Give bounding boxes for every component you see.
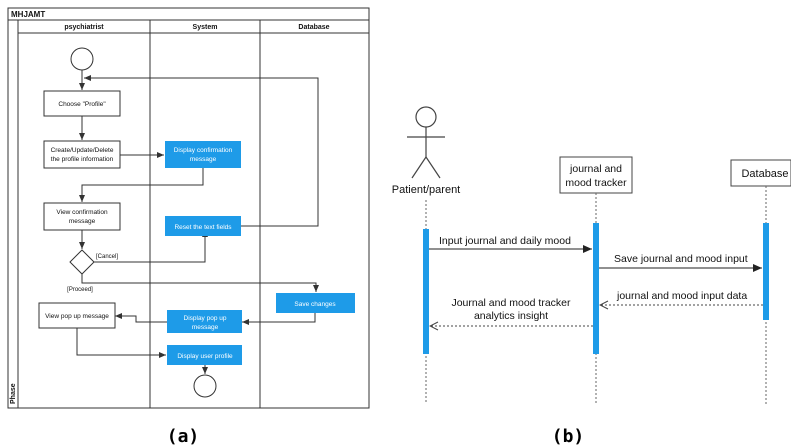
tracker-label-line2: mood tracker [565,177,627,189]
reset-fields-node [165,216,241,236]
reset-fields-label: Reset the text fields [174,224,232,231]
actor-icon [407,106,445,179]
display-popup-line1: Display pop up [184,315,227,322]
display-popup-line2: message [192,324,219,331]
view-confirmation-line1: View confirmation [56,209,108,216]
start-node [70,47,94,71]
tracker-lifeline-head [559,156,633,194]
save-changes-label: Save changes [294,301,336,308]
database-lifeline-head [730,159,791,187]
flow-proceed [81,274,319,292]
lane-system: System [193,24,218,31]
database-activation [763,223,769,320]
caption-b: (b) [552,426,585,447]
flow-view-to-profile [76,328,166,358]
flow-cancel [94,230,208,263]
flow-popup-to-view [115,313,167,323]
view-confirmation-line2: message [69,218,96,225]
guard-cancel: [Cancel] [96,254,118,260]
lane-psychiatrist: psychiatrist [64,24,104,31]
guard-proceed: [Proceed] [67,287,93,293]
sequence-diagram: Patient/parent journal and mood tracker … [392,106,791,447]
msg-input-journal: Input journal and daily mood [439,235,571,247]
display-confirmation-line2: message [190,156,217,163]
msg-return-data: journal and mood input data [616,290,747,302]
display-confirmation-node [165,141,241,168]
choose-profile-label: Choose "Profile" [58,101,106,108]
end-node [193,374,217,398]
activity-diagram: MHJAMT Phase psychiatrist System Databas… [7,7,370,447]
caption-a: (a) [167,426,200,447]
phase-label: Phase [10,383,17,404]
msg-insight-line2: analytics insight [474,310,548,322]
lane-database: Database [298,24,329,31]
diagram-title: MHJAMT [11,10,45,19]
tracker-label-line1: journal and [569,163,622,175]
display-profile-node [167,345,242,365]
crud-profile-node [43,140,121,169]
tracker-activation [593,223,599,354]
choose-profile-node [43,90,121,117]
database-label: Database [741,168,788,180]
actor-activation [423,229,429,354]
view-confirmation-node [43,202,121,231]
crud-label-line1: Create/Update/Delete [51,147,114,154]
view-popup-node [38,302,116,329]
flow-save-to-popup [242,313,316,325]
crud-label-line2: the profile information [51,156,114,163]
display-popup-node [167,310,242,333]
msg-save-journal: Save journal and mood input [614,253,748,265]
save-changes-node [276,293,355,313]
actor-label: Patient/parent [392,184,461,196]
flow-confirm-to-view [79,168,204,202]
display-confirmation-line1: Display confirmation [174,147,233,154]
msg-insight-line1: Journal and mood tracker [451,297,571,309]
display-profile-label: Display user profile [177,353,233,360]
view-popup-label: View pop up message [45,313,109,320]
flow-reset-loop [84,75,319,227]
